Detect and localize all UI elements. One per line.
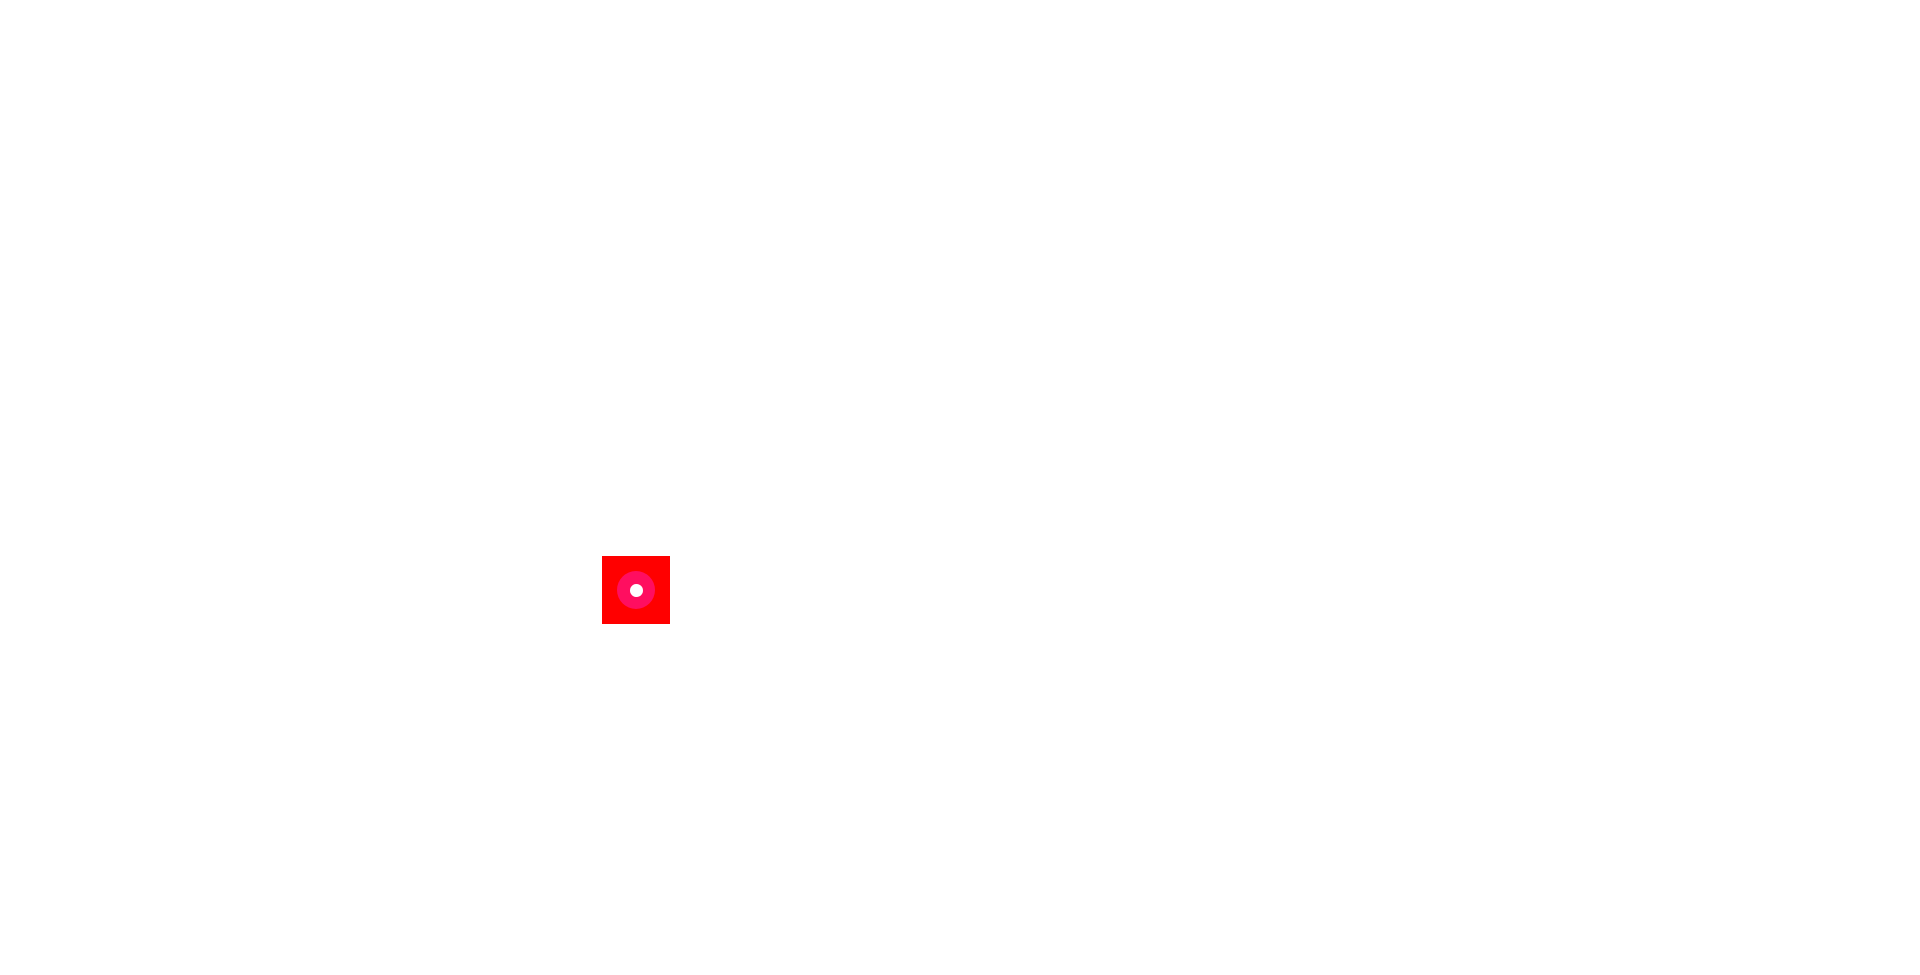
marker-ring: [617, 571, 655, 609]
click-target-marker[interactable]: [602, 556, 670, 624]
marker-center-dot-icon: [629, 583, 643, 597]
